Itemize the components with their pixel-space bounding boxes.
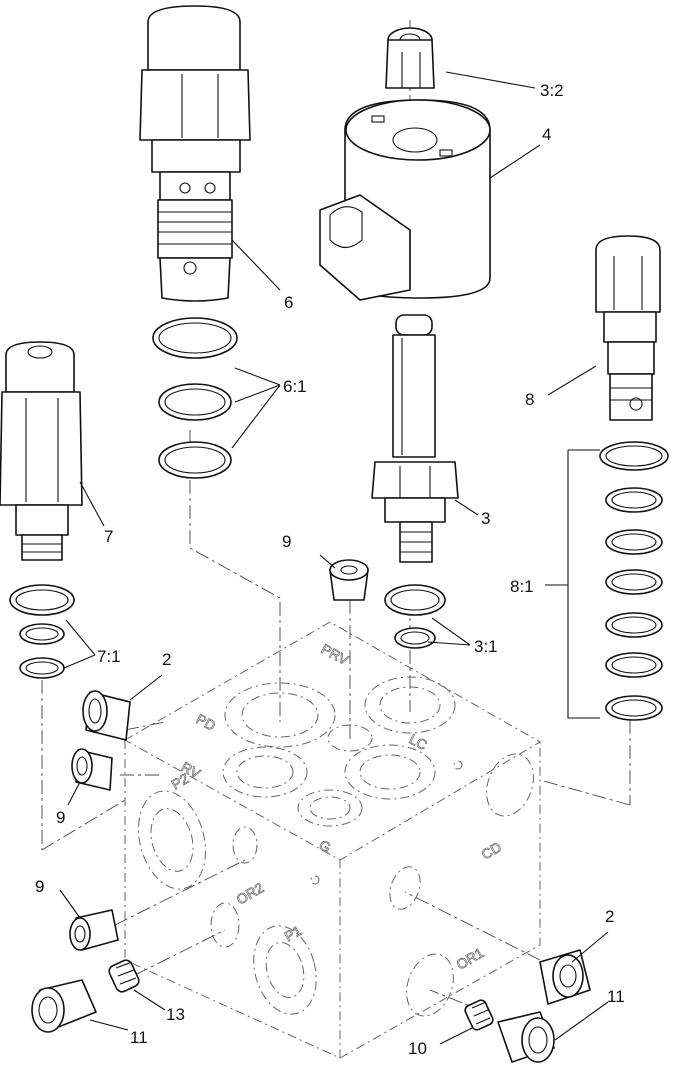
callout-9-top: 9: [282, 532, 291, 551]
callout-6-1: 6:1: [283, 377, 307, 396]
callout-labels: 3:2 4 6 6:1 8 7 3 9 8:1 7:1 2 3:1 9 9 2 …: [35, 81, 625, 1058]
orifice-10: [464, 999, 494, 1031]
callout-2-right: 2: [605, 907, 614, 926]
port-label-cd: CD: [479, 839, 505, 863]
o-rings-3-1: [384, 584, 446, 649]
plug-2-left: [82, 690, 131, 741]
port-label-lc: LC: [407, 731, 430, 754]
orifice-13: [108, 959, 140, 993]
port-label-or2: OR2: [234, 879, 267, 907]
leader-lines: [59, 71, 609, 1045]
cartridge-valve-8: [595, 235, 661, 421]
callout-3-1: 3:1: [474, 637, 498, 656]
o-rings-6-1: [152, 317, 238, 479]
callout-6: 6: [284, 293, 293, 312]
plug-11-left: [31, 979, 97, 1033]
callout-3-2: 3:2: [540, 81, 564, 100]
callout-7: 7: [104, 527, 113, 546]
port-label-p1: P1: [282, 922, 305, 945]
callout-8-1: 8:1: [510, 577, 534, 596]
plug-9-top: [329, 559, 369, 601]
callout-9-lower: 9: [35, 877, 44, 896]
o-rings-8-1: [599, 441, 669, 721]
callout-9-left: 9: [56, 808, 65, 827]
callout-11-right: 11: [607, 987, 625, 1006]
callout-10: 10: [408, 1039, 427, 1058]
port-markings: PRV PD LC RV P2 G CD OR2 P1 OR1: [168, 640, 505, 973]
callout-11-left: 11: [130, 1028, 148, 1047]
port-label-pd: PD: [194, 711, 219, 734]
callout-3: 3: [481, 509, 490, 528]
callout-2-left: 2: [162, 650, 171, 669]
coil-nut-3-2: [385, 27, 435, 89]
port-label-or1: OR1: [454, 944, 487, 972]
manifold-block: [123, 621, 541, 1059]
port-label-prv: PRV: [319, 641, 352, 669]
callout-8: 8: [525, 390, 534, 409]
callout-7-1: 7:1: [97, 647, 121, 666]
port-label-g: G: [317, 837, 334, 856]
assembly-center-lines: [41, 20, 631, 1013]
solenoid-coil-4: [319, 99, 491, 301]
callout-4: 4: [542, 125, 551, 144]
solenoid-tube-3: [371, 314, 459, 563]
plug-11-right: [497, 1011, 555, 1063]
plug-9-left: [71, 748, 113, 791]
cartridge-valve-6: [139, 5, 251, 302]
callout-13: 13: [166, 1005, 185, 1024]
o-rings-7-1: [9, 584, 75, 679]
plug-9-lower: [69, 909, 119, 951]
plug-2-right: [539, 949, 591, 1005]
cartridge-valve-7: [0, 341, 83, 561]
